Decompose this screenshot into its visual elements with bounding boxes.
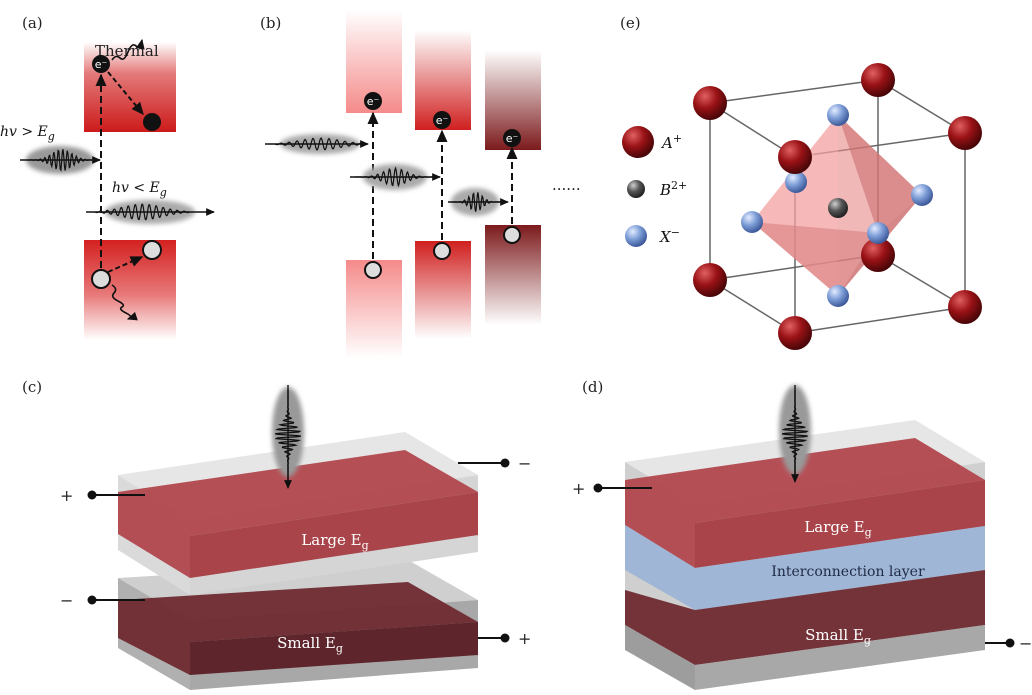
x-ion [741,211,763,233]
x-ion [785,171,807,193]
hole-icon [364,261,382,279]
electron-icon [364,92,382,110]
interconnection-label: Interconnection layer [771,564,925,580]
small-eg-layer-front [190,622,478,675]
bottom-substrate-front [695,625,985,690]
hv-below-label: hv < Eg [112,180,167,199]
panel-a: (a) Thermal e⁻ hv > Eg hv < Eg [0,14,215,340]
large-eg-layer-front [695,480,985,568]
a-ion [861,238,895,272]
panel-c: (c) Small Eg Large Eg + − − + [22,378,531,690]
a-ion [948,116,982,150]
electron-icon [503,129,521,147]
large-eg-label: Large Eg [301,531,368,552]
photon-wave-icon [94,203,190,221]
b-ion [828,198,848,218]
hole-icon [91,269,111,289]
legend-a-swatch [622,126,654,158]
thermal-wave-icon [111,38,145,61]
panel-e-label: (e) [620,14,641,32]
electron-label: e⁻ [506,132,519,145]
electron-label: e⁻ [367,95,380,108]
electron-icon [433,111,451,129]
small-eg-layer [118,582,478,675]
terminal-dot [87,490,97,500]
legend-b-swatch [627,180,645,198]
large-eg-layer [118,450,478,578]
ellipsis: ...... [552,176,581,194]
panel-e: (e) [620,14,982,350]
large-eg-layer [625,438,985,568]
terminal-sign: + [572,479,585,498]
thermal-wave-icon [111,284,138,321]
panel-a-label: (a) [22,14,43,32]
electron-icon [92,55,110,73]
electron-label: e⁻ [95,58,108,71]
hole-icon [503,226,521,244]
legend-x-label: X− [659,226,680,246]
small-eg-label: Small Eg [277,634,343,655]
a-ion [693,263,727,297]
ion-legend: A+ B2+ X− [622,126,687,247]
terminal-sign: − [518,454,531,473]
large-eg-label: Large Eg [804,518,871,539]
small-eg-label: Small Eg [805,626,871,647]
interconnection-layer [625,525,985,610]
terminal-dot [593,483,603,493]
large-eg-layer-front [190,492,478,578]
valence-band [84,240,176,340]
electron-label: e⁻ [436,114,449,127]
legend-a-label: A+ [660,132,682,152]
legend-b-label: B2+ [659,179,687,199]
terminal-dot [1005,638,1015,648]
panel-d-label: (d) [582,378,603,396]
panel-b: (b) e⁻ e⁻ e⁻ ...... [260,10,581,358]
photon-wave-icon [274,137,365,151]
terminal-sign: + [60,486,73,505]
a-ion [778,316,812,350]
relaxed-hole-icon [142,240,162,260]
panel-d: (d) Large Eg Interconnection layer Small… [572,378,1032,690]
terminal-dot [87,595,97,605]
x-ion [911,184,933,206]
relaxation-arrow [107,71,144,116]
terminal-sign: + [518,629,531,648]
a-ion [693,86,727,120]
hv-above-label: hv > Eg [0,124,55,143]
terminal-sign: − [1019,634,1032,653]
x-ion [827,285,849,307]
a-ion [778,140,812,174]
terminal-sign: − [60,591,73,610]
terminal-dot [500,458,510,468]
hole-icon [433,242,451,260]
panel-c-label: (c) [22,378,42,396]
terminal-dot [500,633,510,643]
legend-x-swatch [625,225,647,247]
a-ion [861,63,895,97]
a-ion [948,290,982,324]
x-ion [867,222,889,244]
relaxed-electron-icon [143,113,161,131]
bottom-substrate-side [625,625,695,690]
hole-relaxation-arrow [107,256,144,273]
panel-b-label: (b) [260,14,281,32]
x-ion [827,104,849,126]
small-eg-layer [625,570,985,665]
